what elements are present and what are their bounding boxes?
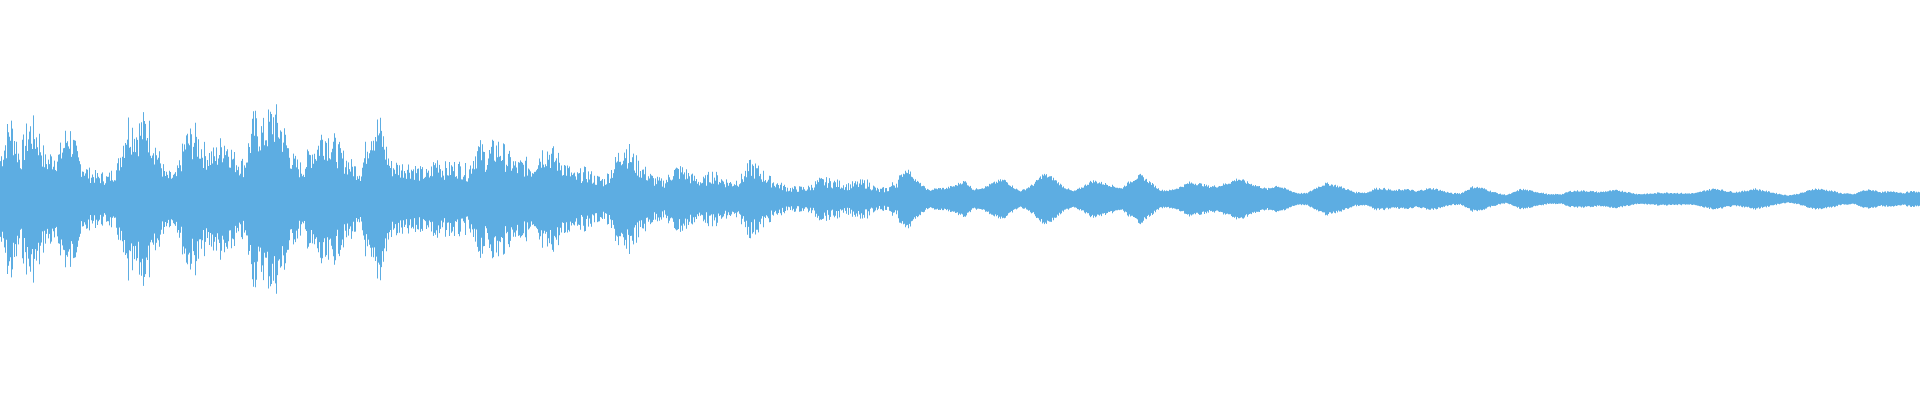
waveform-path (0, 104, 1920, 294)
waveform-samples (0, 104, 1920, 294)
